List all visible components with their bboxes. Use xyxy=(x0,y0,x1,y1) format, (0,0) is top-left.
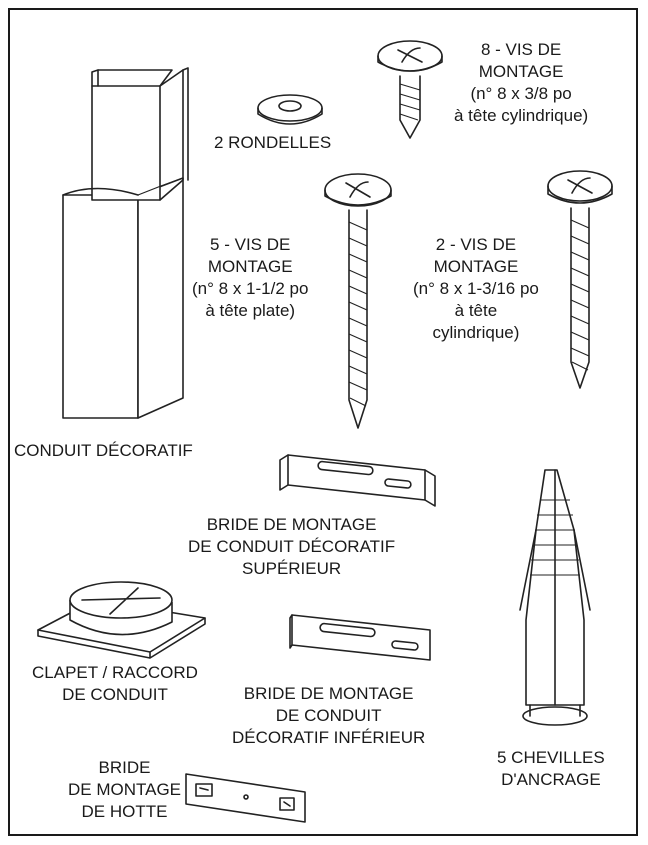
damper-label: CLAPET / RACCORD DE CONDUIT xyxy=(32,663,198,704)
anchors-label: 5 CHEVILLES D'ANCRAGE xyxy=(497,748,605,789)
flat-screws-label: 5 - VIS DE MONTAGE (n° 8 x 1-1/2 po à tê… xyxy=(192,235,309,320)
small-screw-drawing xyxy=(377,40,443,139)
flat-screw-drawing xyxy=(324,173,392,429)
duct-cover-drawing xyxy=(62,67,189,419)
washer-drawing xyxy=(257,94,323,125)
anchor-drawing xyxy=(519,469,591,726)
washers-label: 2 RONDELLES xyxy=(214,133,332,152)
hood-bracket-drawing xyxy=(185,773,306,823)
lower-bracket-label: BRIDE DE MONTAGE DE CONDUIT DÉCORATIF IN… xyxy=(232,684,426,747)
upper-bracket-drawing xyxy=(279,454,436,507)
upper-bracket-label: BRIDE DE MONTAGE DE CONDUIT DÉCORATIF SU… xyxy=(188,515,396,578)
lower-bracket-drawing xyxy=(289,614,431,661)
small-screws-label: 8 - VIS DE MONTAGE (n° 8 x 3/8 po à tête… xyxy=(454,40,589,125)
damper-drawing xyxy=(37,581,206,659)
cyl-screw-drawing xyxy=(547,170,613,389)
duct-cover-label: CONDUIT DÉCORATIF xyxy=(14,441,193,460)
hood-bracket-label: BRIDE DE MONTAGE DE HOTTE xyxy=(68,758,182,821)
cyl-screws-label: 2 - VIS DE MONTAGE (n° 8 x 1-3/16 po à t… xyxy=(413,235,539,342)
